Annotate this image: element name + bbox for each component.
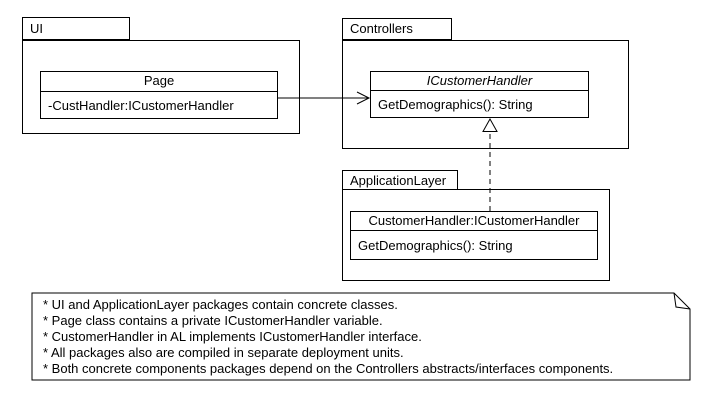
class-page-name: Page (41, 72, 277, 92)
note-outline (31, 292, 691, 381)
note: * UI and ApplicationLayer packages conta… (32, 293, 690, 380)
note-line: * Both concrete components packages depe… (43, 361, 614, 376)
class-customerhandler-name: CustomerHandler:ICustomerHandler (351, 212, 597, 231)
package-label-ui: UI (30, 21, 43, 36)
association-page-to-icustomerhandler[interactable] (278, 91, 371, 105)
note-line: * UI and ApplicationLayer packages conta… (43, 297, 398, 312)
package-label-application-layer: ApplicationLayer (350, 173, 447, 188)
note-shape[interactable] (31, 292, 691, 381)
note-line: * Page class contains a private ICustome… (43, 313, 383, 328)
class-customerhandler-method: GetDemographics(): String (358, 238, 513, 253)
package-tab-controllers[interactable]: Controllers (342, 18, 452, 40)
class-page-attribute: -CustHandler:ICustomerHandler (48, 98, 234, 113)
realization-customerhandler-to-icustomerhandler[interactable] (482, 117, 498, 211)
class-icustomerhandler-name: ICustomerHandler (371, 72, 588, 91)
note-line: * CustomerHandler in AL implements ICust… (43, 329, 422, 344)
note-fold-corner-icon (673, 292, 691, 310)
class-icustomerhandler-method: GetDemographics(): String (378, 97, 533, 112)
hollow-triangle-arrowhead-icon (482, 117, 498, 132)
note-line: * All packages also are compiled in sepa… (43, 345, 404, 360)
package-label-controllers: Controllers (350, 21, 413, 36)
class-page[interactable]: Page -CustHandler:ICustomerHandler (40, 71, 278, 119)
class-icustomerhandler[interactable]: ICustomerHandler GetDemographics(): Stri… (370, 71, 589, 118)
class-customerhandler[interactable]: CustomerHandler:ICustomerHandler GetDemo… (350, 211, 598, 260)
open-arrowhead-icon (356, 91, 371, 105)
package-tab-ui[interactable]: UI (22, 17, 130, 40)
